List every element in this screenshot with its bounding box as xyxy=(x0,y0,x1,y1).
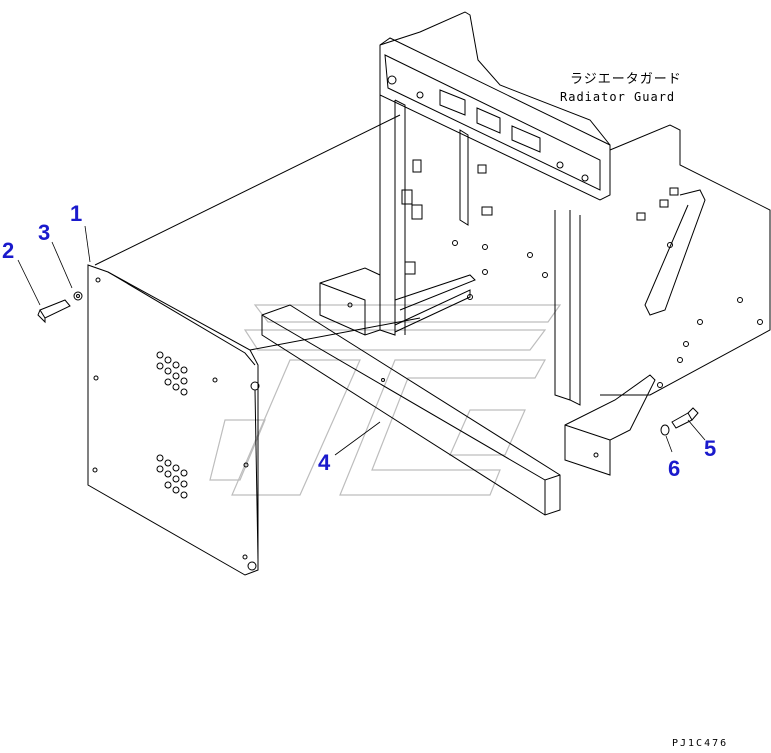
callout-2: 2 xyxy=(2,238,15,263)
callout-1: 1 xyxy=(70,201,83,226)
diagram-title-english: Radiator Guard xyxy=(560,90,676,104)
vent-upper xyxy=(156,351,188,396)
bolt-right xyxy=(660,407,699,436)
bolt-left xyxy=(37,291,83,324)
diagram-title-japanese: ラジエータガード xyxy=(570,72,682,87)
callout-3: 3 xyxy=(38,220,51,245)
callout-leaders xyxy=(17,225,706,456)
callout-6: 6 xyxy=(668,456,681,481)
cover-plate xyxy=(87,264,260,576)
callout-4: 4 xyxy=(318,450,331,475)
callout-5: 5 xyxy=(704,436,717,461)
vent-lower xyxy=(156,454,188,499)
frame-assembly xyxy=(94,11,771,516)
drawing-code: PJ1C476 xyxy=(672,738,729,749)
